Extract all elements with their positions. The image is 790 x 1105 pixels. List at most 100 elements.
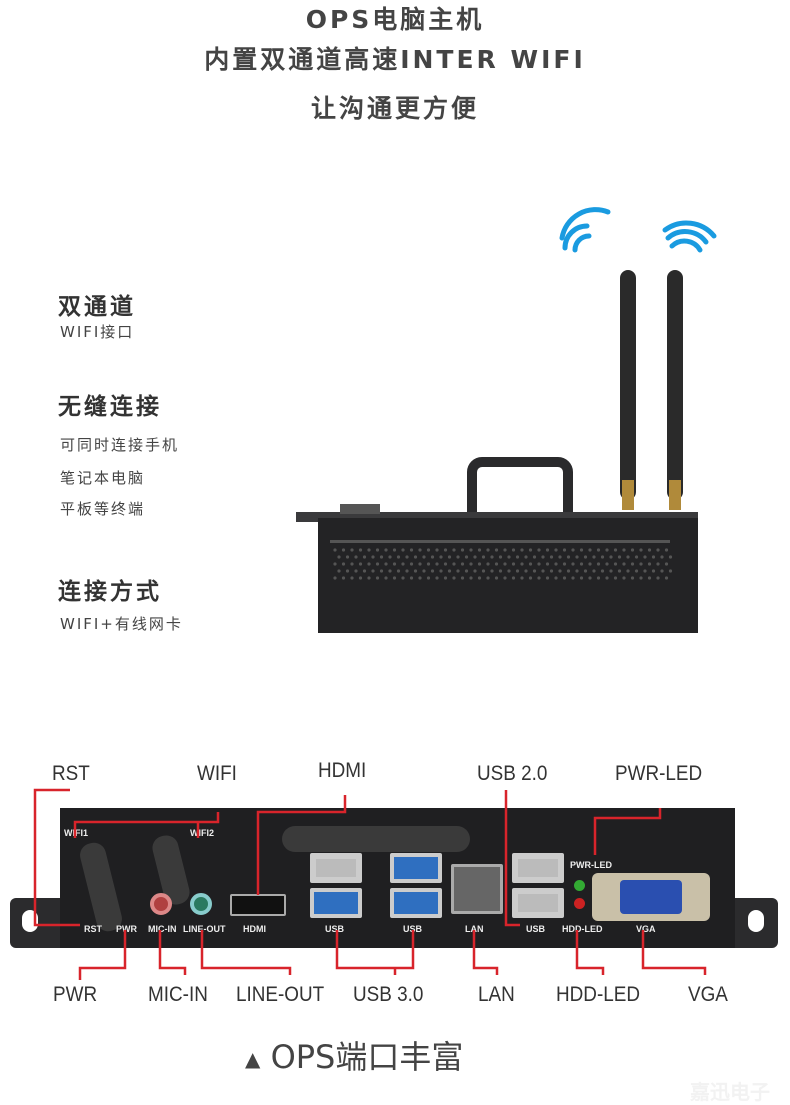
- vent-hole: [481, 555, 486, 559]
- panel-label: USB: [325, 924, 345, 934]
- hdd-led: [574, 898, 585, 909]
- vent-hole: [392, 548, 397, 552]
- vent-hole: [558, 555, 562, 559]
- vent-hole: [600, 555, 605, 559]
- vent-hole: [528, 562, 533, 566]
- vent-hole: [541, 555, 545, 559]
- vent-hole: [456, 569, 460, 573]
- vent-hole: [435, 548, 439, 552]
- vent-hole: [409, 562, 414, 566]
- vent-hole: [626, 569, 630, 573]
- vent-hole: [664, 548, 669, 552]
- vent-hole: [503, 576, 507, 580]
- vent-hole: [609, 569, 613, 573]
- vent-hole: [554, 548, 558, 552]
- vent-hole: [413, 555, 418, 559]
- vent-hole: [447, 555, 452, 559]
- vent-hole: [486, 562, 490, 566]
- watermark: 嘉迅电子: [690, 1080, 770, 1104]
- vent-hole: [469, 562, 473, 566]
- vent-hole: [647, 548, 652, 552]
- vent-hole: [571, 548, 575, 552]
- vent-hole: [341, 576, 346, 580]
- vent-hole: [426, 562, 431, 566]
- vent-hole: [392, 562, 397, 566]
- vent-hole: [656, 576, 660, 580]
- pwr-led: [574, 880, 585, 891]
- screw-hole: [748, 910, 764, 932]
- vent-hole: [554, 562, 558, 566]
- vent-hole: [379, 569, 384, 573]
- vent-hole: [473, 569, 477, 573]
- callout-line-out: LINE-OUT: [236, 983, 325, 1006]
- vent-hole: [609, 555, 613, 559]
- callout-hdmi: HDMI: [318, 759, 367, 782]
- title-line-1: OPS电脑主机: [305, 5, 485, 34]
- vent-hole: [668, 555, 673, 559]
- vent-hole: [630, 562, 635, 566]
- vent-hole: [579, 548, 584, 552]
- vent-hole: [579, 576, 584, 580]
- vent-hole: [605, 576, 609, 580]
- vent-hole: [350, 562, 354, 566]
- vent-hole: [481, 569, 486, 573]
- vent-hole: [515, 555, 520, 559]
- vent-hole: [549, 555, 554, 559]
- vent-hole: [439, 569, 443, 573]
- vent-hole: [660, 569, 664, 573]
- panel-label: USB: [526, 924, 546, 934]
- vent-hole: [367, 576, 371, 580]
- vent-hole: [656, 548, 660, 552]
- vent-hole: [460, 562, 465, 566]
- vent-hole: [494, 576, 499, 580]
- vent-hole: [554, 576, 558, 580]
- vent-hole: [337, 555, 341, 559]
- vent-hole: [345, 555, 350, 559]
- vent-hole: [469, 576, 473, 580]
- vent-hole: [532, 569, 537, 573]
- vent-hole: [371, 569, 375, 573]
- vent-hole: [520, 576, 524, 580]
- vent-hole: [452, 562, 456, 566]
- vent-hole: [583, 555, 588, 559]
- vent-hole: [498, 569, 503, 573]
- vent-hole: [583, 569, 588, 573]
- vent-hole: [443, 548, 448, 552]
- vent-hole: [613, 548, 618, 552]
- vent-hole: [430, 569, 435, 573]
- usb3-port: [390, 888, 442, 918]
- vent-hole: [350, 548, 354, 552]
- vent-hole: [634, 569, 639, 573]
- panel-label: MIC-IN: [148, 924, 177, 934]
- title-line-2: 内置双通道高速INTER WIFI: [204, 45, 586, 74]
- vent-hole: [622, 562, 626, 566]
- vent-hole: [647, 576, 652, 580]
- line-out-jack: [190, 893, 212, 915]
- caption: ▲ OPS端口丰富: [245, 1032, 463, 1078]
- callout-pwr: PWR: [53, 983, 98, 1006]
- vent-hole: [443, 576, 448, 580]
- usb3-port: [310, 888, 362, 918]
- vent-hole: [460, 548, 465, 552]
- vent-hole: [537, 548, 541, 552]
- vent-hole: [422, 569, 426, 573]
- vent-hole: [435, 576, 439, 580]
- vent-hole: [639, 548, 643, 552]
- vent-hole: [460, 576, 465, 580]
- usb3-port: [390, 853, 442, 883]
- vent-hole: [562, 562, 567, 566]
- vent-hole: [494, 562, 499, 566]
- vent-hole: [537, 562, 541, 566]
- vent-hole: [486, 576, 490, 580]
- ops-device-image: [296, 207, 717, 633]
- vent-hole: [520, 548, 524, 552]
- vent-hole: [656, 562, 660, 566]
- vent-hole: [524, 555, 528, 559]
- vent-hole: [651, 569, 656, 573]
- vent-hole: [384, 576, 388, 580]
- panel-label: RST: [84, 924, 102, 934]
- vent-hole: [426, 548, 431, 552]
- usb-port: [310, 853, 362, 883]
- vent-hole: [464, 555, 469, 559]
